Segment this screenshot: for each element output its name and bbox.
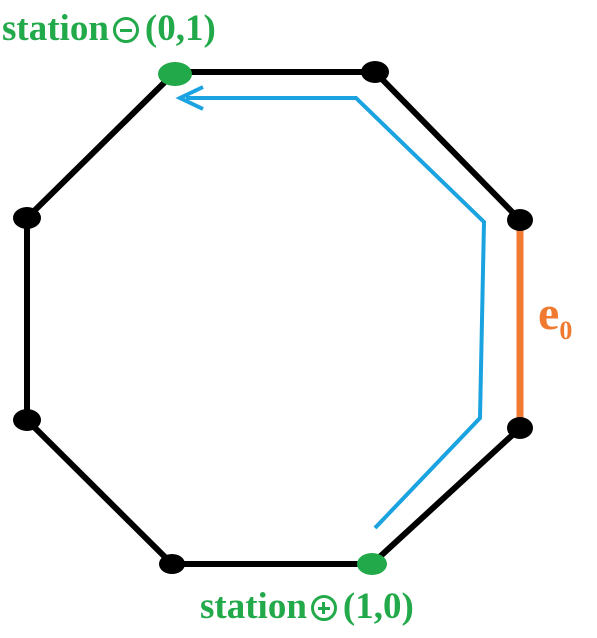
- station-bottom-coords: (1,0): [342, 586, 414, 627]
- path-arrow-line: [186, 96, 487, 530]
- vertex: [13, 409, 41, 431]
- station-top-node: [158, 62, 192, 86]
- station-bottom-node: [357, 553, 387, 575]
- edge-subscript: 0: [559, 316, 573, 345]
- path-arrowhead: [175, 85, 204, 111]
- station-bottom-label: station (1,0): [200, 588, 414, 625]
- vertex: [159, 554, 185, 574]
- edge-letter: e: [538, 287, 560, 340]
- vertex: [13, 207, 41, 229]
- plus-circle-icon: [310, 595, 337, 621]
- minus-circle-icon: [112, 17, 139, 43]
- station-top-word: station: [2, 8, 109, 49]
- octagon-outline: [24, 69, 523, 567]
- vertex: [361, 61, 389, 83]
- edge-e0-label: e0: [538, 290, 572, 344]
- station-top-coords: (0,1): [144, 8, 216, 49]
- vertex: [507, 417, 533, 439]
- station-bottom-word: station: [200, 586, 307, 627]
- vertex: [507, 209, 533, 231]
- station-top-label: station (0,1): [2, 10, 216, 47]
